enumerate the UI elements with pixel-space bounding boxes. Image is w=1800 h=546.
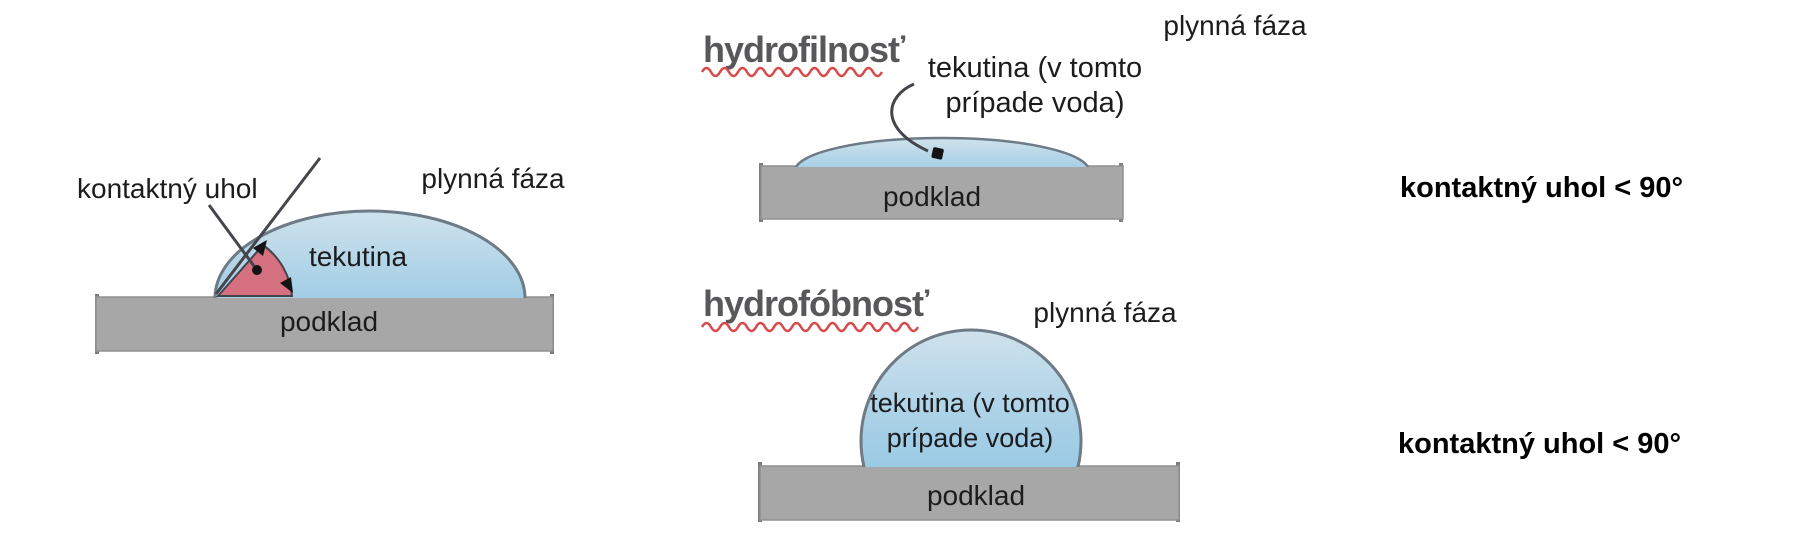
pointer-dot-icon	[931, 147, 944, 160]
liquid-label-line1: tekutina (v tomto	[928, 52, 1142, 84]
angle-arc-arrow-top-icon	[253, 240, 267, 256]
contact-angle-note: kontaktný uhol < 90°	[1398, 428, 1681, 460]
contact-angle-note: kontaktný uhol < 90°	[1400, 172, 1683, 204]
gas-phase-label: plynná fáza	[421, 163, 565, 194]
liquid-label-line2: prípade voda)	[946, 87, 1125, 119]
angle-arc-arrow-bottom-icon	[280, 277, 293, 293]
contact-angle-label: kontaktný uhol	[77, 173, 258, 204]
liquid-label: tekutina	[309, 241, 407, 272]
substrate	[760, 165, 1124, 220]
squiggle-underline-icon	[700, 66, 884, 78]
liquid-droplet	[859, 328, 1083, 467]
squiggle-underline-icon	[700, 321, 920, 333]
pointer-curve	[890, 82, 929, 153]
tangent-line	[214, 157, 322, 295]
substrate	[759, 465, 1180, 521]
hydrophilic-diagram: hydrofilnosť tekutina (v tomto prípade v…	[700, 10, 1683, 222]
substrate-label: podklad	[883, 181, 981, 212]
liquid-droplet	[213, 209, 527, 298]
substrate-label: podklad	[927, 480, 1025, 511]
hydrophobic-title: hydrofóbnosť	[703, 283, 930, 324]
gas-phase-label: plynná fáza	[1163, 10, 1307, 41]
pointer-line	[207, 204, 256, 267]
liquid-label-line2: prípade voda)	[887, 423, 1054, 453]
contact-angle-diagram: kontaktný uhol plynná fáza tekutina podk…	[77, 157, 565, 354]
hydrophobic-diagram: hydrofóbnosť plynná fáza tekutina (v tom…	[700, 283, 1681, 522]
liquid-label-line1: tekutina (v tomto	[870, 388, 1070, 418]
substrate-label: podklad	[280, 306, 378, 337]
hydrophilic-title: hydrofilnosť	[703, 29, 906, 70]
pointer-dot-icon	[252, 265, 262, 275]
gas-phase-label: plynná fáza	[1033, 297, 1177, 328]
